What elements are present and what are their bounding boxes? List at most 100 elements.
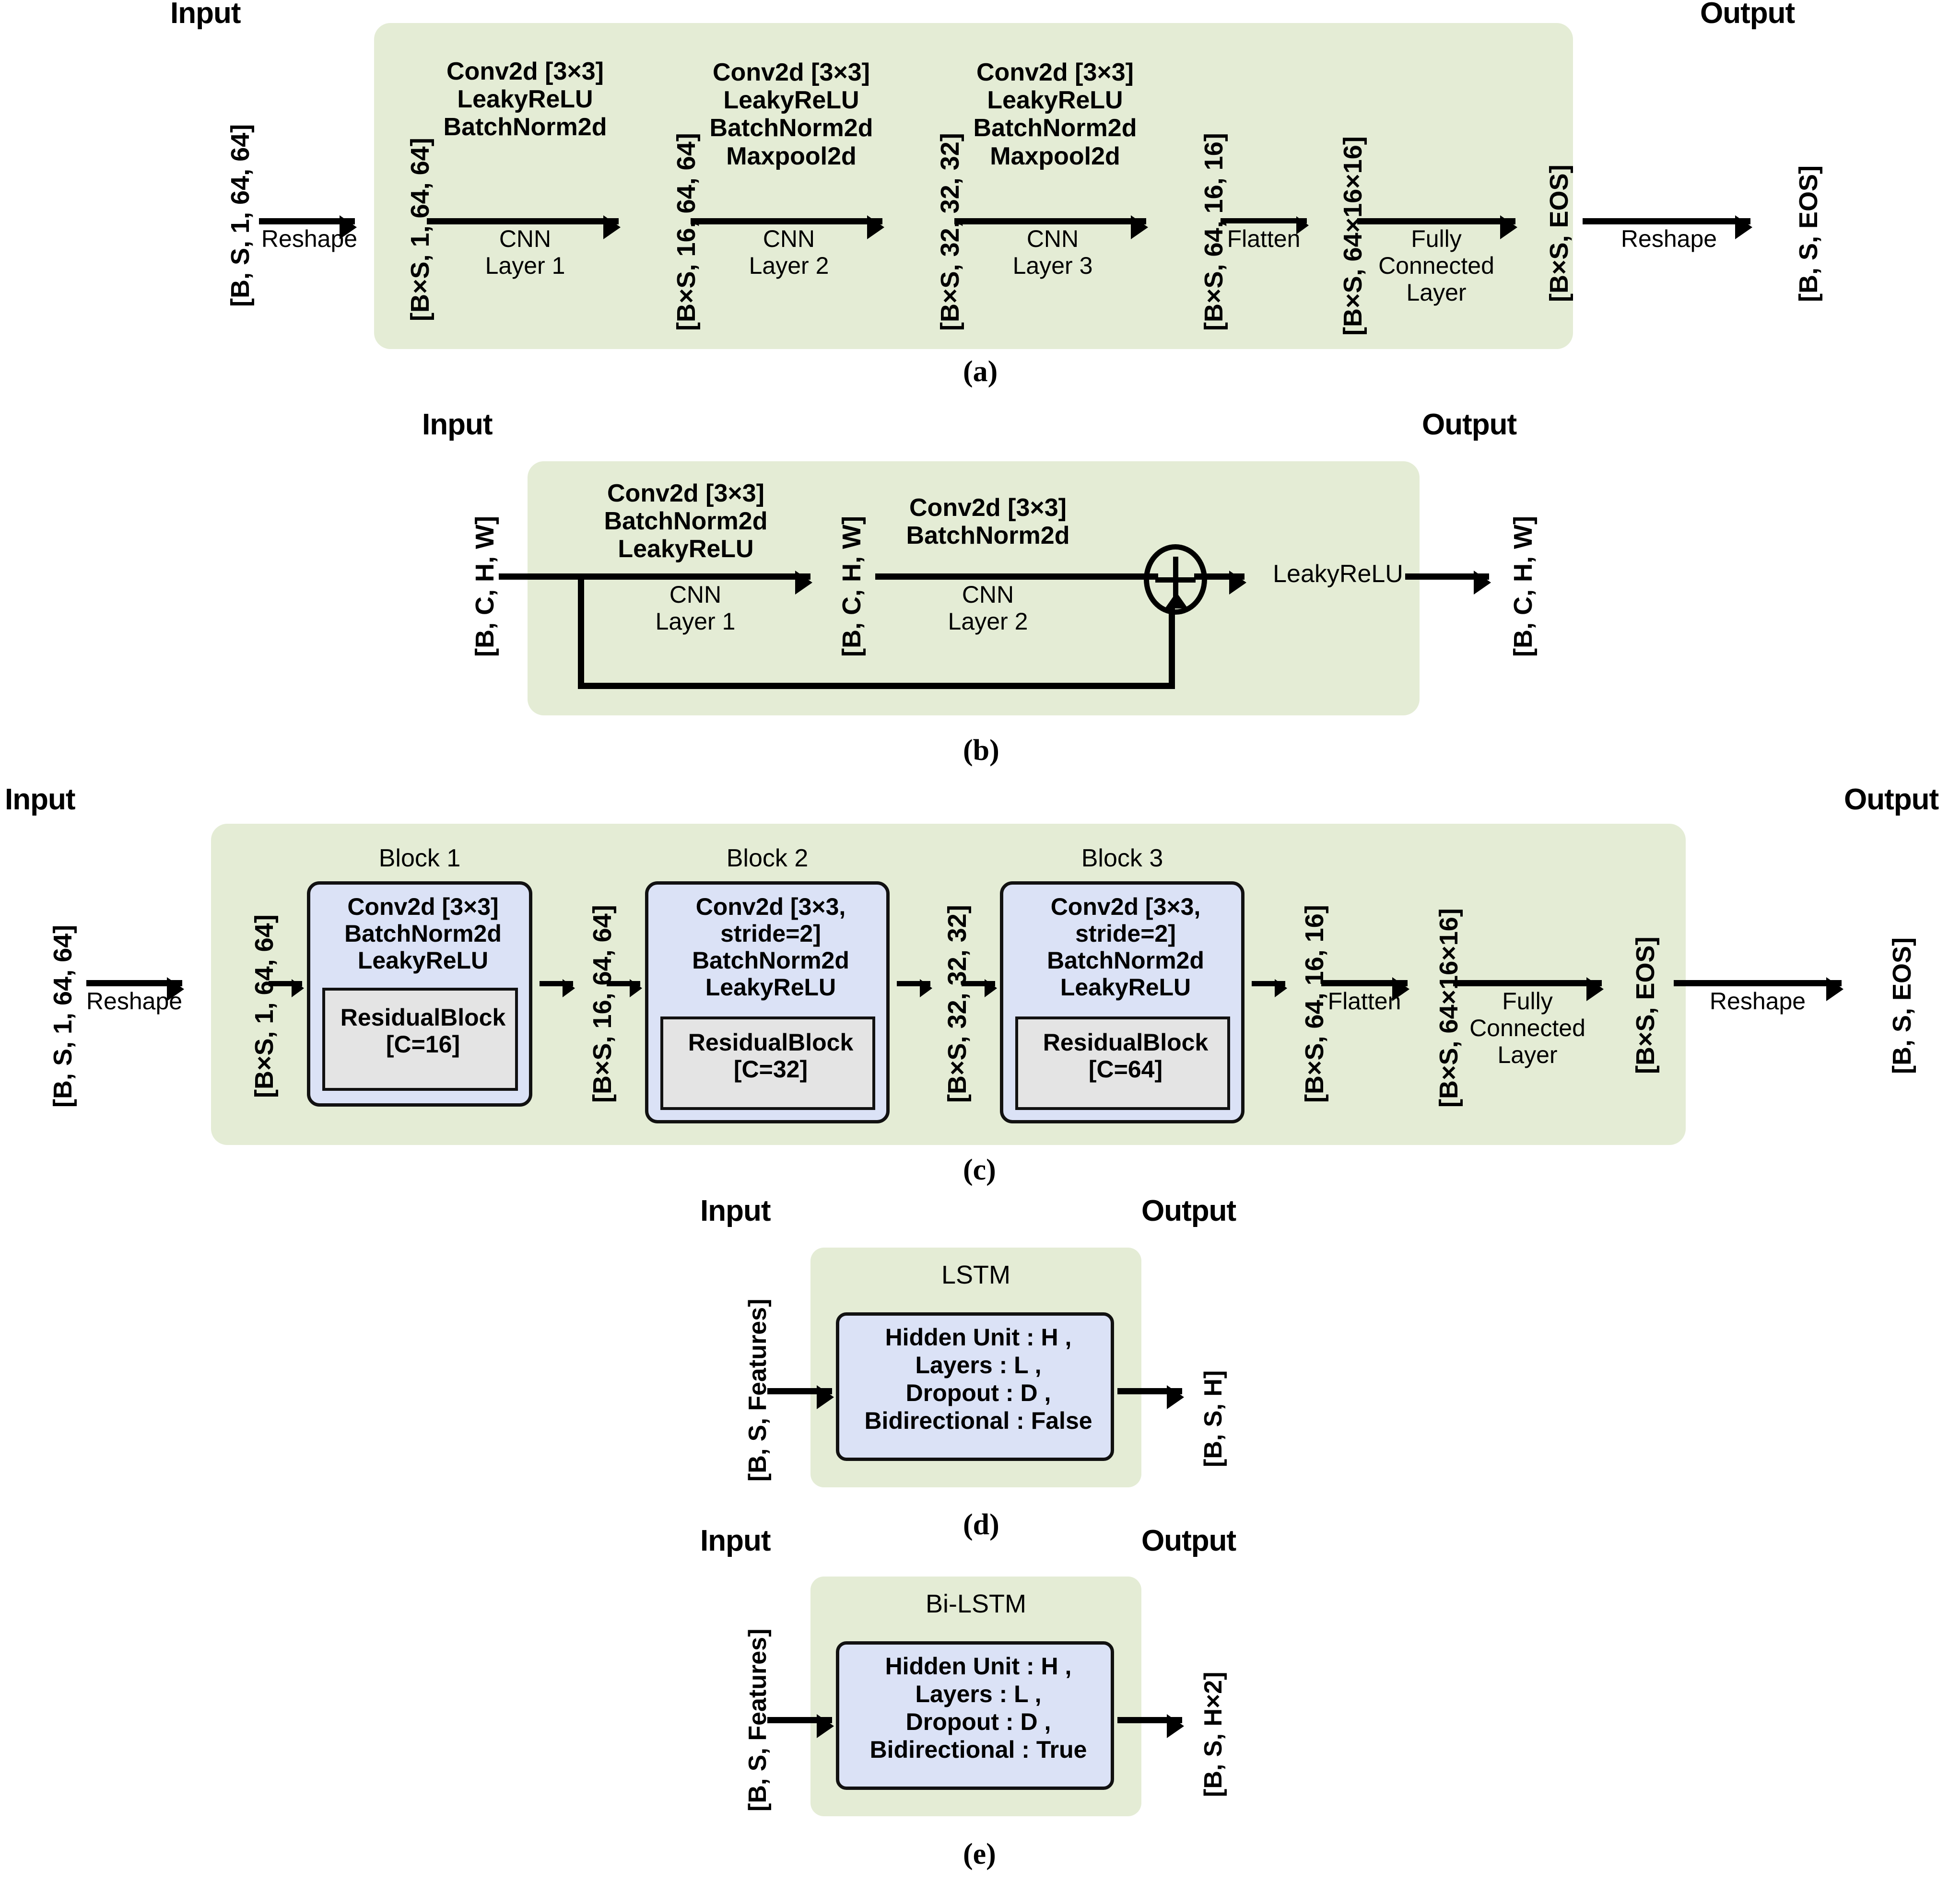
param-line: Bidirectional : True: [869, 1736, 1087, 1763]
op-line: LeakyReLU: [618, 535, 754, 563]
panel-c-block2-in-arrow: [607, 979, 642, 997]
panel-c-output-shape: [B, S, EOS]: [1888, 937, 1916, 1074]
param-line: Dropout : D ,: [905, 1708, 1051, 1735]
op-line: Conv2d [3×3]: [976, 58, 1134, 86]
op-line: stride=2]: [1075, 920, 1176, 947]
panel-b-output-label: Output: [1422, 408, 1517, 441]
panel-a-stage1-ops: Conv2d [3×3] LeakyReLU BatchNorm2d: [412, 58, 638, 141]
panel-b-input-line: [499, 573, 580, 580]
panel-c-block2-ops: Conv2d [3×3, stride=2] BatchNorm2d Leaky…: [648, 893, 893, 1001]
panel-c-input-label: Input: [5, 783, 75, 816]
panel-c-block3: Conv2d [3×3, stride=2] BatchNorm2d Leaky…: [1000, 881, 1245, 1123]
panel-d-output-label: Output: [1141, 1194, 1236, 1227]
panel-c-input-shape: [B, S, 1, 64, 64]: [48, 924, 77, 1108]
panel-c-reshape-in-label: Reshape: [86, 988, 183, 1015]
panel-e-output-shape: [B, S, H×2]: [1199, 1671, 1227, 1798]
panel-a-container: [374, 23, 1573, 349]
panel-e-output-arrow: [1117, 1714, 1184, 1738]
panel-a-stage3-name: CNN Layer 3: [950, 225, 1156, 279]
panel-c-flatten-label: Flatten: [1327, 988, 1401, 1015]
panel-d-output-arrow: [1117, 1385, 1184, 1409]
panel-a-input-label: Input: [170, 0, 241, 30]
panel-e-caption: (e): [963, 1838, 996, 1870]
panel-a-output-label: Output: [1700, 0, 1795, 30]
stage-name-line: Layer 2: [948, 608, 1028, 635]
stage-name-line: CNN: [499, 225, 552, 252]
fc-line: Fully: [1502, 988, 1553, 1015]
op-line: Maxpool2d: [990, 142, 1120, 170]
panel-a-input-shape: [B, S, 1, 64, 64]: [226, 124, 255, 307]
fc-line: Fully: [1411, 225, 1462, 252]
panel-c-block1-ops: Conv2d [3×3] BatchNorm2d LeakyReLU: [310, 893, 536, 974]
panel-c-reshape-in-arrow: [86, 977, 184, 1001]
op-line: LeakyReLU: [1060, 974, 1191, 1001]
stage-name-line: CNN: [763, 225, 815, 252]
panel-b-stage1-ops: Conv2d [3×3] BatchNorm2d LeakyReLU: [561, 479, 810, 563]
panel-c-block2-title: Block 2: [726, 844, 809, 872]
op-line: BatchNorm2d: [692, 947, 849, 974]
op-line: LeakyReLU: [457, 85, 593, 114]
panel-c-block2: Conv2d [3×3, stride=2] BatchNorm2d Leaky…: [645, 881, 890, 1123]
stage-name-line: CNN: [1026, 225, 1079, 252]
residual-line: [C=16]: [386, 1031, 460, 1058]
panel-b-input-shape: [B, C, H, W]: [470, 516, 499, 657]
panel-c-block1-out-arrow: [540, 979, 575, 997]
param-line: Hidden Unit : H ,: [885, 1653, 1072, 1680]
panel-a-stage2-ops: Conv2d [3×3] LeakyReLU BatchNorm2d Maxpo…: [676, 58, 906, 170]
panel-a-reshape-in-arrow: [259, 215, 357, 239]
panel-b-skip-down: [578, 573, 584, 689]
panel-e-params: Hidden Unit : H , Layers : L , Dropout :…: [839, 1652, 1117, 1764]
panel-d-input-label: Input: [700, 1194, 771, 1227]
panel-a-stage3-arrow: [954, 215, 1148, 239]
stage-name-line: Layer 1: [655, 608, 736, 635]
op-line: Maxpool2d: [726, 142, 857, 170]
panel-c-block3-title: Block 3: [1081, 844, 1163, 872]
op-line: BatchNorm2d: [973, 114, 1137, 142]
param-line: Bidirectional : False: [864, 1407, 1092, 1434]
residual-line: ResidualBlock: [688, 1029, 854, 1056]
panel-c-block3-out-arrow: [1252, 979, 1287, 997]
panel-a-stage1-name: CNN Layer 1: [422, 225, 628, 279]
panel-b-stage2-ops: Conv2d [3×3] BatchNorm2d: [863, 494, 1113, 549]
panel-e-output-label: Output: [1141, 1524, 1236, 1557]
op-line: BatchNorm2d: [906, 522, 1070, 550]
panel-c-caption: (c): [963, 1154, 996, 1186]
panel-c-shape-s3: [B×S, 32, 32, 32]: [943, 905, 972, 1103]
panel-b-output-arrow: [1405, 571, 1491, 595]
op-line: LeakyReLU: [357, 947, 489, 974]
fc-line: Layer: [1406, 279, 1467, 306]
fc-line: Connected: [1469, 1015, 1585, 1041]
op-line: Conv2d [3×3]: [909, 494, 1067, 522]
panel-c-block2-residual: ResidualBlock [C=32]: [660, 1016, 875, 1110]
op-line: Conv2d [3×3,: [695, 893, 846, 920]
panel-d-lstm-box: Hidden Unit : H , Layers : L , Dropout :…: [836, 1312, 1114, 1461]
panel-b-skip-up-arrow: [1165, 592, 1188, 688]
residual-line: [C=64]: [1088, 1056, 1163, 1083]
param-line: Hidden Unit : H ,: [885, 1324, 1072, 1351]
op-line: LeakyReLU: [987, 86, 1123, 115]
panel-b-activation-label: LeakyReLU: [1273, 560, 1403, 588]
panel-c-block1-in-arrow: [269, 979, 304, 997]
panel-c-reshape-out-arrow: [1674, 977, 1843, 1001]
panel-c-block1-residual: ResidualBlock [C=16]: [322, 988, 518, 1091]
panel-b-stage2-line: [875, 573, 1158, 580]
panel-a-flatten-label: Flatten: [1227, 225, 1301, 252]
panel-a-stage2-arrow: [691, 215, 884, 239]
panel-b-stage2-name: CNN Layer 2: [863, 581, 1113, 635]
panel-a-fc-arrow: [1357, 215, 1517, 239]
panel-c-block1-title: Block 1: [378, 844, 461, 872]
op-line: LeakyReLU: [705, 974, 836, 1001]
stage-name-line: CNN: [669, 581, 722, 608]
panel-b-stage1-arrow: [575, 571, 812, 595]
panel-c-output-label: Output: [1844, 783, 1939, 816]
op-line: LeakyReLU: [723, 86, 859, 115]
panel-a-stage3-ops: Conv2d [3×3] LeakyReLU BatchNorm2d Maxpo…: [940, 58, 1170, 170]
fc-line: Layer: [1497, 1041, 1558, 1068]
op-line: Conv2d [3×3,: [1050, 893, 1201, 920]
panel-c-reshape-out-label: Reshape: [1709, 988, 1806, 1015]
residual-line: ResidualBlock: [1043, 1029, 1209, 1056]
op-line: BatchNorm2d: [604, 507, 768, 536]
panel-b-output-shape: [B, C, H, W]: [1509, 516, 1538, 657]
panel-c-shape-s6: [B×S, EOS]: [1631, 936, 1660, 1074]
panel-c-shape-s1: [B×S, 1, 64, 64]: [250, 914, 279, 1098]
